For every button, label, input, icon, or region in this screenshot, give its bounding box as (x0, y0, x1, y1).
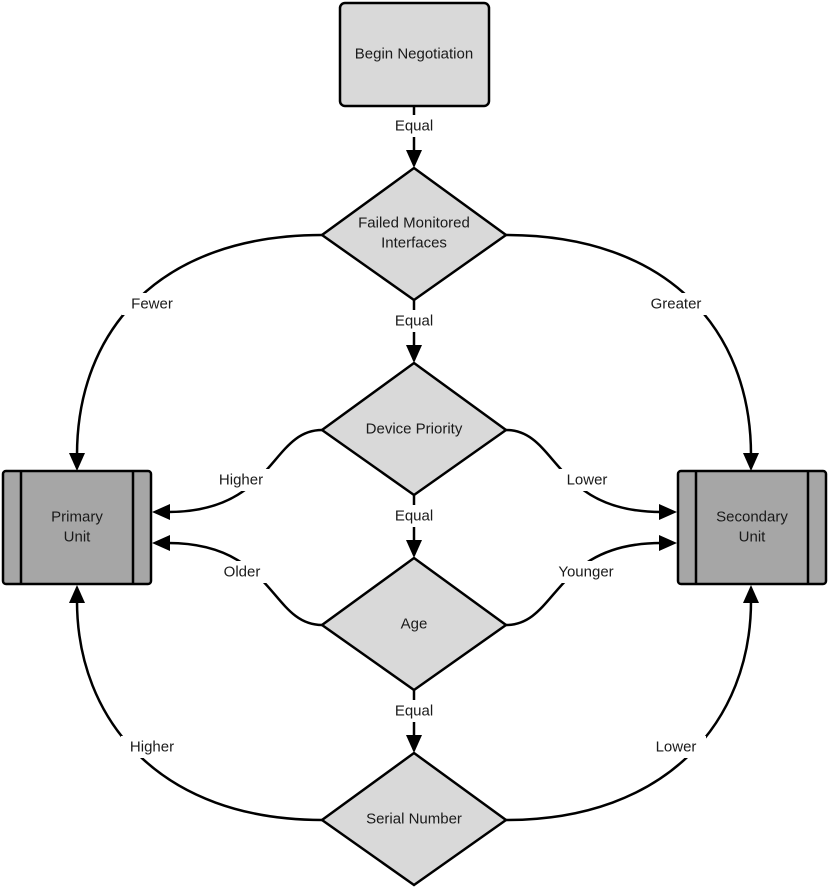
node-serial-number: Serial Number (319, 751, 509, 887)
edge-label-age-to-serial: Equal (388, 700, 440, 722)
node-begin-negotiation: Begin Negotiation (338, 1, 491, 108)
edge-serial-to-secondary (505, 585, 759, 822)
node-secondary-unit: Secondary Unit (676, 469, 828, 586)
node-label-line1: Secondary (716, 509, 788, 526)
edge-serial-to-primary (69, 585, 323, 822)
node-label: Begin Negotiation (355, 46, 473, 63)
node-failed-monitored-interfaces: Failed Monitored Interfaces (319, 166, 509, 302)
node-label-line2: Unit (64, 529, 92, 546)
edge-failed-to-secondary (505, 233, 759, 471)
edge-label-priority-to-secondary: Lower (557, 469, 617, 491)
edge-label-text: Equal (395, 118, 433, 135)
edge-label-text: Fewer (131, 296, 173, 313)
edge-label-text: Lower (656, 739, 697, 756)
edge-age-to-secondary (505, 535, 677, 627)
node-label: Device Priority (366, 421, 463, 438)
edge-label-text: Equal (395, 508, 433, 525)
node-label: Age (401, 616, 428, 633)
edge-label-failed-to-secondary: Greater (642, 293, 710, 315)
node-primary-unit: Primary Unit (1, 469, 153, 586)
edge-label-text: Lower (567, 472, 608, 489)
edge-failed-to-primary (69, 233, 323, 471)
node-age: Age (319, 556, 509, 692)
node-label-line2: Interfaces (381, 235, 447, 252)
edge-label-failed-to-priority: Equal (388, 310, 440, 332)
edge-label-priority-to-age: Equal (388, 505, 440, 527)
edge-label-serial-to-secondary: Lower (646, 736, 706, 758)
edge-label-text: Equal (395, 313, 433, 330)
edge-label-text: Higher (130, 739, 174, 756)
edge-label-failed-to-primary: Fewer (122, 293, 182, 315)
edge-label-text: Greater (651, 296, 702, 313)
edge-label-text: Higher (219, 472, 263, 489)
node-device-priority: Device Priority (319, 361, 509, 497)
edge-label-text: Older (224, 564, 261, 581)
edge-label-age-to-secondary: Younger (548, 561, 624, 583)
edge-label-text: Younger (558, 564, 613, 581)
node-label: Serial Number (366, 811, 462, 828)
node-label-line2: Unit (739, 529, 767, 546)
edge-label-begin-to-failed: Equal (388, 115, 440, 137)
edge-label-age-to-primary: Older (214, 561, 270, 583)
node-label-line1: Primary (51, 509, 103, 526)
edge-label-text: Equal (395, 703, 433, 720)
edge-label-priority-to-primary: Higher (210, 469, 272, 491)
edge-age-to-primary (152, 535, 323, 627)
node-label-line1: Failed Monitored (358, 215, 470, 232)
edge-label-serial-to-primary: Higher (121, 736, 183, 758)
